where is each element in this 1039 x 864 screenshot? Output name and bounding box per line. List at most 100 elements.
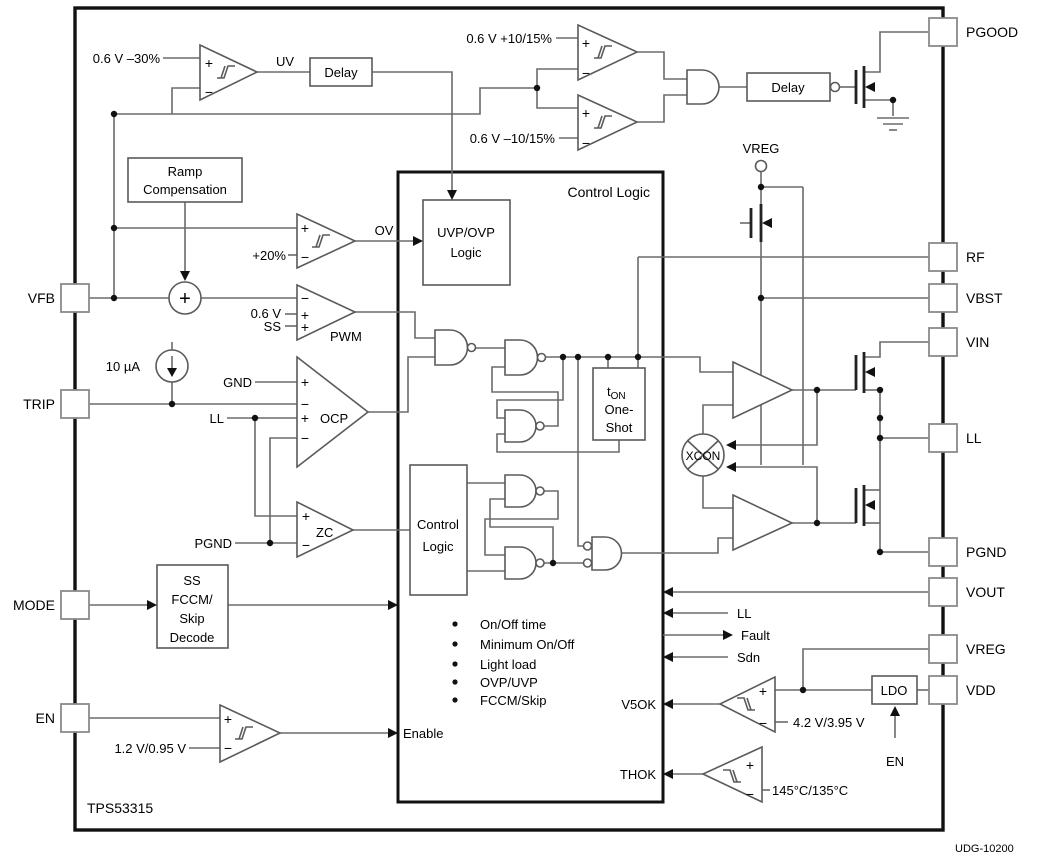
minus-sign: − [746,786,754,802]
uvp-comparator: + − [577,93,639,152]
uvp-threshold-label: 0.6 V –10/15% [470,131,556,146]
low-side-driver [732,493,794,552]
inverter-bubble-icon [829,81,841,93]
wires [89,31,929,791]
plus-sign: + [224,711,232,727]
output-and-gate [582,536,623,571]
plus-sign: + [582,105,590,121]
v5ok-label: V5OK [621,697,656,712]
plus-sign: + [759,683,767,699]
minus-sign: − [759,715,767,731]
mode-decode-block: SS FCCM/ Skip Decode [156,564,229,649]
sdn-label: Sdn [737,650,760,665]
arrow-left-icon [726,440,736,450]
ov-threshold-label: +20% [252,248,286,263]
pgood-mosfet [854,66,875,108]
thok-label: THOK [620,767,656,782]
enable-label: Enable [403,726,443,741]
arrow-up-icon [890,706,900,716]
bullet-marker [452,679,458,685]
inverter-bubble-icon [535,421,545,431]
low-side-mosfet [854,485,875,526]
part-number-label: TPS53315 [87,800,153,816]
svg-text:Shot: Shot [606,420,633,435]
en-comparator: + − [219,703,282,764]
svg-text:UVP/OVP: UVP/OVP [437,225,495,240]
hysteresis-icon [217,65,235,79]
pin-label-mode: MODE [13,597,55,613]
high-side-mosfet [854,352,875,393]
pgood-delay-block: Delay [746,72,841,102]
en-ldo-label: EN [886,754,904,769]
labels: 0.6 V –30% UV 0.6 V +10/15% 0.6 V –10/15… [87,31,1014,855]
pgood-and-gate [686,69,720,105]
pin-label-trip: TRIP [23,396,55,412]
arrow-right-icon [388,728,398,738]
hysteresis-icon [737,697,755,711]
inverter-bubble-icon [535,558,545,568]
minus-sign: − [224,740,232,756]
ramp-compensation-block: Ramp Compensation [127,157,243,203]
nand-gate-1 [434,329,477,366]
svg-text:Decode: Decode [170,630,215,645]
plus-sign: + [301,410,309,426]
ground-icon [877,117,909,131]
nand-gate-2 [504,339,547,376]
nand-gate-3 [504,409,545,443]
minus-sign: − [301,290,309,306]
vreg-terminal-icon [754,159,768,173]
arrow-down-icon [180,271,190,281]
ton-one-shot-block: tON One- Shot [592,367,646,441]
bullet-item: On/Off time [480,617,546,632]
minus-sign: − [302,537,310,553]
arrow-left-icon [663,699,673,709]
hysteresis-icon [594,45,612,59]
svg-text:Skip: Skip [179,611,204,626]
delay-label: Delay [771,80,805,95]
ocp-comparator: + − + − OCP [296,355,370,469]
bullet-item: FCCM/Skip [480,693,546,708]
pin-vfb [60,283,90,313]
uv-signal-label: UV [276,54,294,69]
nand-gate-5 [504,546,545,580]
plus-sign: + [302,508,310,524]
body-diode-arrow-icon [762,218,772,228]
svg-text:tON: tON [607,384,626,402]
pin-label-pgood: PGOOD [966,24,1018,40]
svg-text:Compensation: Compensation [143,182,227,197]
ov-comparator: + − [296,212,357,270]
pin-label-rf: RF [966,249,985,265]
inner-control-logic-block: Control Logic [409,464,468,596]
inverter-bubble-icon [536,352,547,363]
plus-sign: + [179,288,191,310]
arrow-left-icon [663,587,673,597]
pin-trip [60,389,90,419]
v5ok-threshold-label: 4.2 V/3.95 V [793,715,865,730]
svg-text:LDO: LDO [881,683,908,698]
pin-vout [928,577,958,607]
svg-text:Logic: Logic [422,539,454,554]
arrowheads [147,190,900,779]
pin-label-vreg: VREG [966,641,1006,657]
plus-sign: + [582,35,590,51]
pin-label-vout: VOUT [966,584,1005,600]
high-side-driver [732,360,794,420]
minus-sign: − [582,65,590,81]
en-threshold-label: 1.2 V/0.95 V [114,741,186,756]
pin-mode [60,590,90,620]
xcon-label: XCON [686,449,721,463]
pgnd-label: PGND [194,536,232,551]
uv-delay-block: Delay [309,57,373,87]
trip-current-label: 10 µA [106,359,141,374]
hysteresis-icon [723,769,741,783]
arrow-right-icon [413,236,423,246]
inverter-bubble-icon [535,486,545,496]
arrow-down-icon [447,190,457,200]
pin-pgnd [928,537,958,567]
pin-vbst [928,283,958,313]
hysteresis-icon [235,726,253,740]
pin-label-en: EN [36,710,55,726]
body-diode-arrow-icon [865,367,875,377]
